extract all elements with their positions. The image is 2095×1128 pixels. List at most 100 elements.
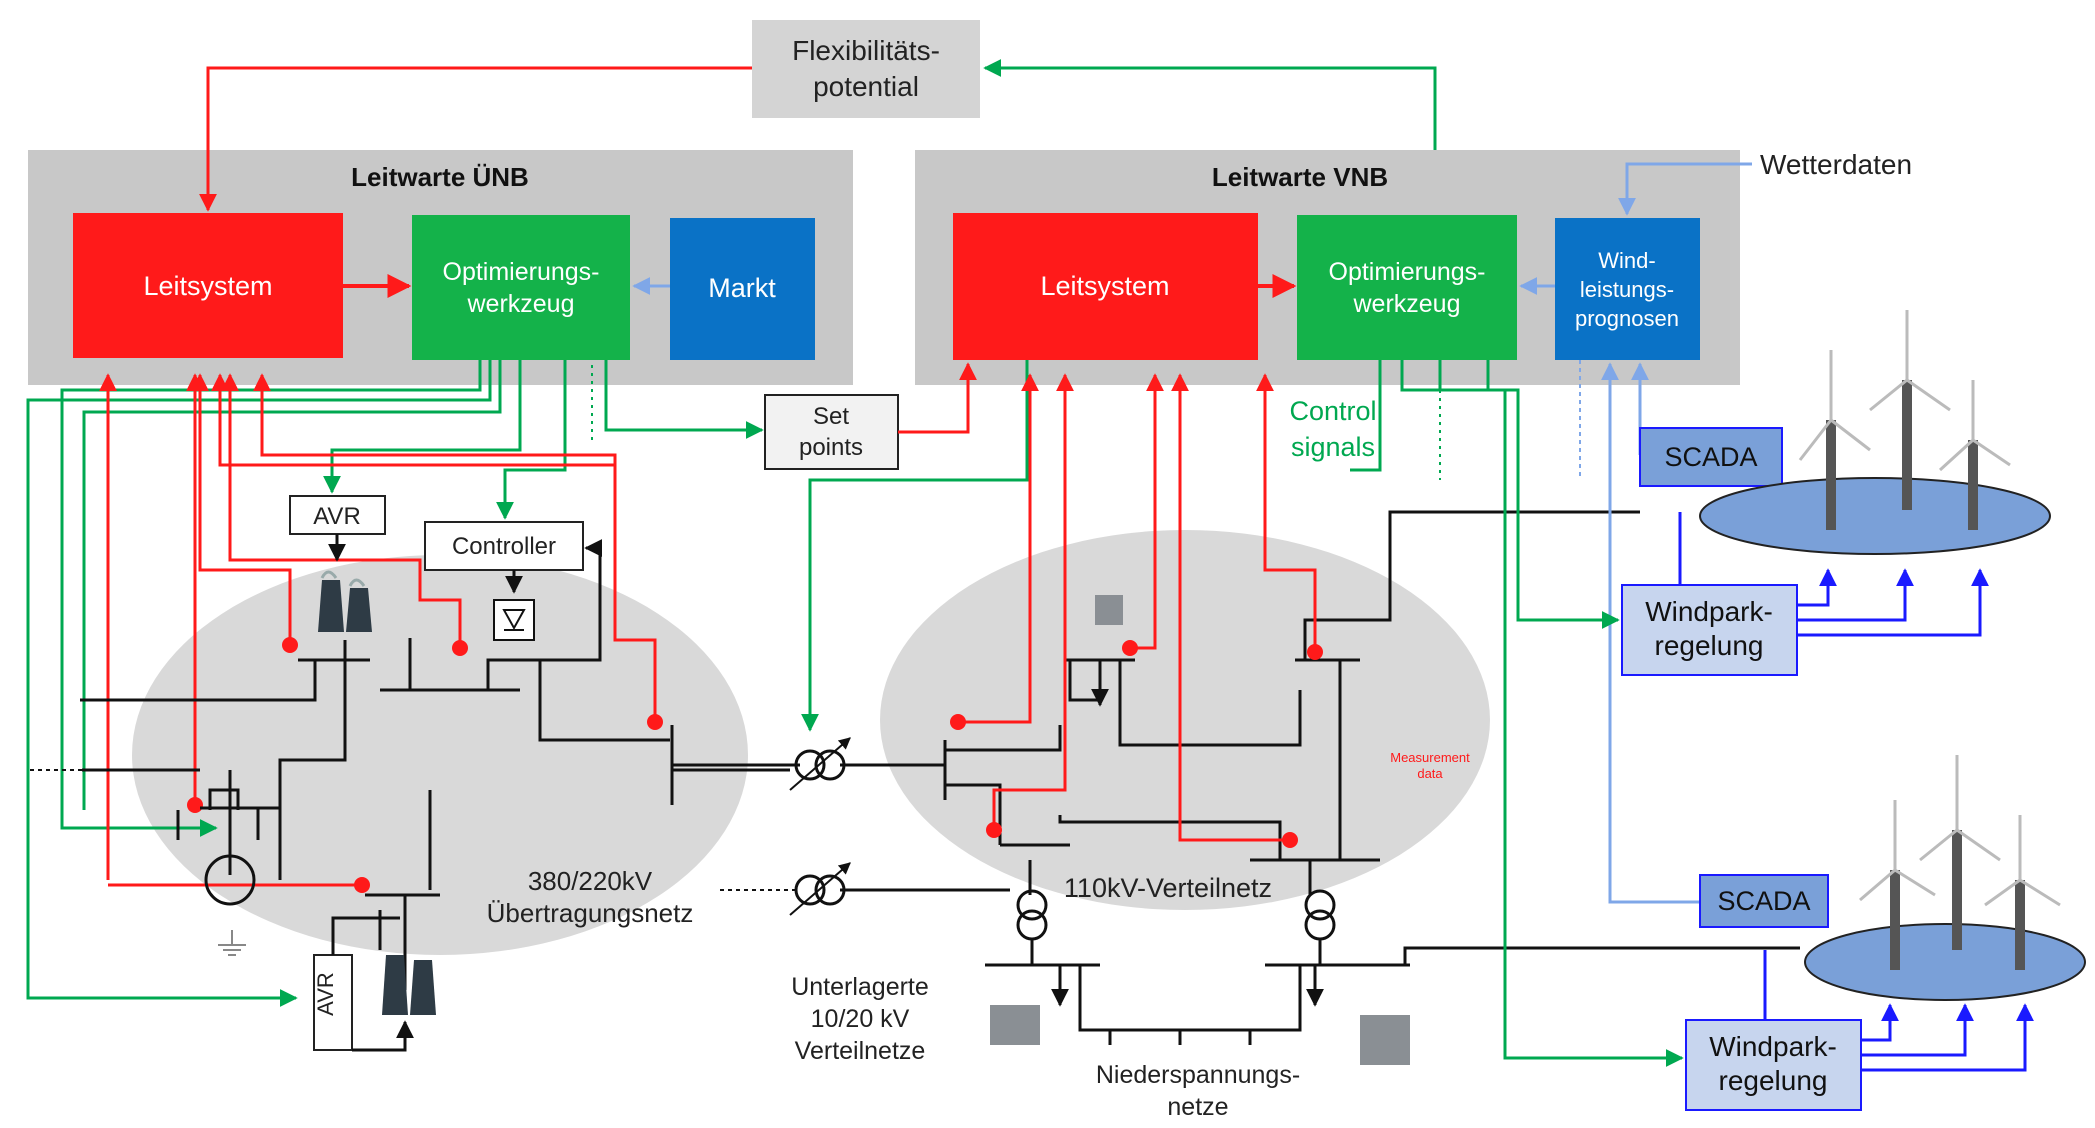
transmission-grid-area: [132, 555, 748, 955]
unterlagerte-label-1: Unterlagerte: [791, 973, 929, 1001]
converter-icon: [493, 599, 535, 641]
wind-farm-area-1: [1699, 477, 2051, 555]
green-to-windpark-1: [1400, 360, 1620, 629]
wetter-to-wind: [1618, 162, 1752, 216]
windpark-label-2b: regelung: [1719, 1065, 1828, 1096]
control-signals-label-1: Control: [1289, 396, 1376, 426]
red-meas-7: [211, 373, 615, 467]
meas-point: [1282, 832, 1298, 848]
flexibility-label-2: potential: [813, 71, 919, 102]
converter-feedback: [584, 539, 603, 660]
meas-point: [452, 640, 468, 656]
diode-icon: [502, 609, 526, 631]
vnb-red-meas-1: [958, 373, 1039, 724]
flex-to-uenb-arrow: [199, 66, 752, 212]
red-meas-5: [221, 373, 462, 648]
setpoints-label-2: points: [799, 434, 863, 461]
windpark-label-2a: Windpark-: [1709, 1031, 1837, 1062]
vnb-leitsystem-box[interactable]: [953, 213, 1258, 360]
windpark-regulation-arrows-1: [1678, 512, 1989, 637]
green-control-line-1: [26, 360, 492, 1007]
meas-point: [1307, 644, 1323, 660]
leitwarte-vnb-title: Leitwarte VNB: [1212, 162, 1388, 192]
interconnect-lines: [672, 763, 1010, 892]
windpark-label-1b: regelung: [1655, 630, 1764, 661]
uenb-opt-label-1: Optimierungs-: [443, 258, 600, 286]
wetterdaten-label: Wetterdaten: [1760, 149, 1912, 180]
scada-box-1[interactable]: [1639, 427, 1783, 487]
avr-box-top[interactable]: [289, 495, 386, 535]
meas-point: [950, 714, 966, 730]
vnb-opt-label-2: werkzeug: [1353, 290, 1461, 318]
unterlagerte-label-2: 10/20 kV: [811, 1005, 910, 1033]
meas-point: [647, 714, 663, 730]
scada-box-2[interactable]: [1699, 874, 1829, 928]
meas-point: [282, 637, 298, 653]
red-meas-6: [253, 373, 657, 722]
scada2-to-wind: [1601, 362, 1700, 904]
setpoints-to-vnb-leit: [898, 362, 977, 434]
niederspannung-label-1: Niederspannungs-: [1096, 1061, 1300, 1089]
wind-turbine-icon: [1938, 380, 2011, 530]
vnb-red-meas-4: [1171, 373, 1290, 842]
measurement-label-2: data: [1417, 766, 1443, 781]
transformer-icon: [1304, 889, 1336, 965]
markt-box[interactable]: [670, 218, 815, 360]
vnb-leitsystem-label: Leitsystem: [1040, 271, 1169, 301]
transformer-icon: [1016, 889, 1048, 965]
substation-icon: [990, 595, 1410, 1065]
green-to-controller: [496, 360, 567, 520]
green-control-line-3: [82, 360, 502, 810]
windpark-control-box-2[interactable]: [1685, 1019, 1862, 1111]
transformer-icon: [204, 854, 256, 906]
control-signals-label-2: signals: [1291, 432, 1375, 462]
meas-point: [187, 797, 203, 813]
vnb-optimization-box[interactable]: [1297, 215, 1517, 360]
flexibility-box[interactable]: [752, 20, 980, 118]
green-to-avr: [323, 360, 522, 494]
wind-forecast-label-3: prognosen: [1575, 306, 1679, 331]
green-to-windpark-2: [1486, 360, 1684, 1067]
meas-point: [1122, 640, 1138, 656]
wind-forecast-label-2: leistungs-: [1580, 277, 1674, 302]
windpark-control-box-1[interactable]: [1621, 584, 1798, 676]
vnb-to-flex-arrow: [983, 59, 1437, 150]
transformer-icon: [789, 737, 851, 791]
avr-label-top: AVR: [313, 503, 361, 530]
uenb-opt-to-setpoints: [604, 360, 764, 439]
vnb-red-meas-3: [1130, 373, 1164, 650]
leitwarte-uenb-title: Leitwarte ÜNB: [351, 162, 529, 192]
vnb-opt-label-1: Optimierungs-: [1329, 258, 1486, 286]
niederspannung-label-2: netze: [1167, 1093, 1228, 1121]
setpoints-label-1: Set: [813, 403, 849, 430]
uenb-optimization-box[interactable]: [412, 215, 630, 360]
vnb-red-meas-2: [992, 373, 1074, 830]
uenb-leitsystem-label: Leitsystem: [143, 271, 272, 301]
windpark-label-1a: Windpark-: [1645, 596, 1773, 627]
setpoints-box[interactable]: [764, 394, 899, 470]
markt-label: Markt: [708, 273, 776, 303]
controller-box[interactable]: [424, 521, 584, 571]
meas-point: [986, 822, 1002, 838]
scada-label-2: SCADA: [1717, 886, 1810, 916]
transformer-icon: [789, 862, 851, 916]
wind-turbine-icon: [1984, 815, 2061, 970]
wind-turbine-icon: [1869, 310, 1951, 510]
transmission-grid-label-1: 380/220kV: [528, 866, 653, 896]
uenb-leitsystem-box[interactable]: [73, 213, 343, 358]
avr-bottom-link: [331, 916, 400, 955]
avr-label-bottom: AVR: [313, 972, 338, 1016]
meas-point: [354, 877, 370, 893]
power-plant-icon: [382, 955, 436, 1015]
wind-forecast-label-1: Wind-: [1598, 248, 1655, 273]
wind-turbine-icon: [1919, 755, 2001, 950]
wind-farm-area-2: [1804, 923, 2086, 1001]
power-plant-icon: [318, 570, 372, 632]
wind-turbine-icon: [1798, 350, 1871, 530]
scada-label-1: SCADA: [1664, 442, 1757, 472]
green-to-transformer: [801, 360, 1029, 732]
controller-label: Controller: [452, 533, 556, 560]
measurement-label-1: Measurement: [1390, 750, 1470, 765]
wind-forecast-box[interactable]: [1555, 218, 1700, 360]
windpark-regulation-arrows-2: [1763, 950, 2034, 1072]
